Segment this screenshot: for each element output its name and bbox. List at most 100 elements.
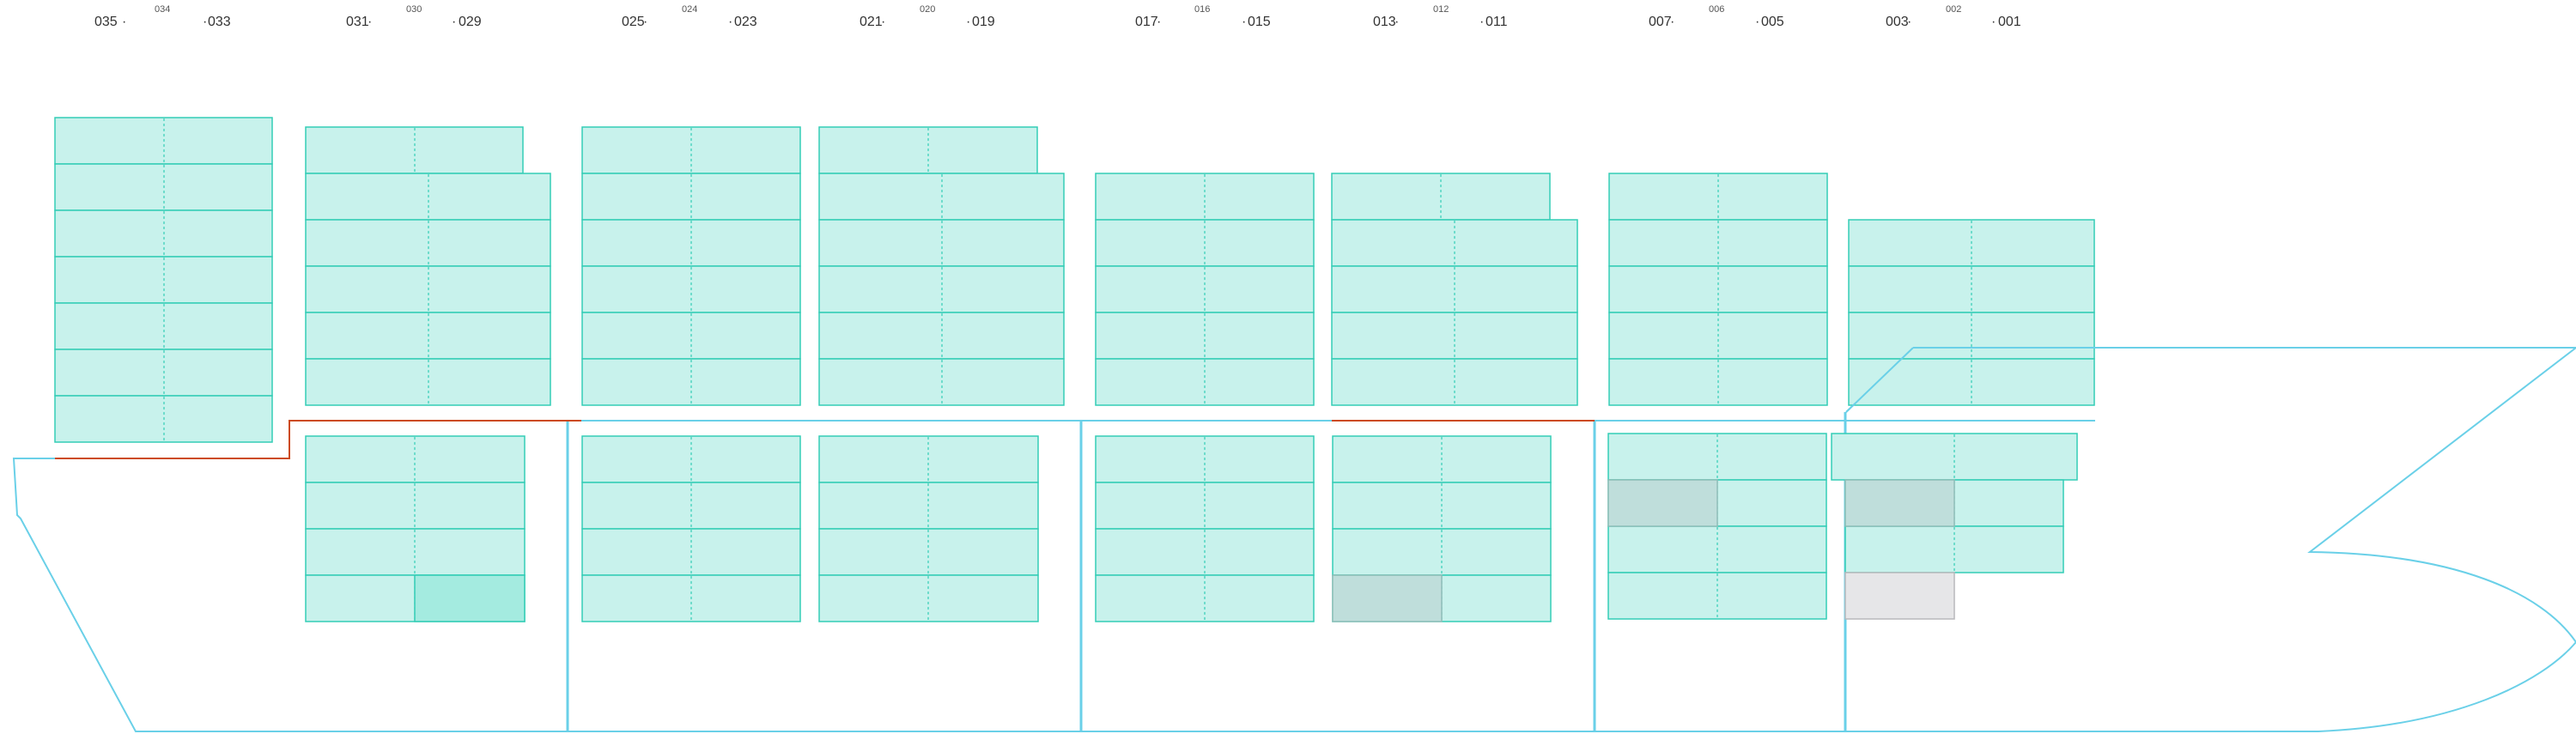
bay-3-right-dot: · (966, 15, 970, 29)
bay-0-mid-label: 034 (155, 4, 170, 15)
hatch-covers (55, 420, 1595, 459)
bay-031-deck-row-2[interactable] (305, 219, 551, 267)
bay-013-deck-row-3[interactable] (1331, 312, 1578, 360)
hatch-cover-stern (55, 420, 581, 459)
bay-3-left-label: 021 (860, 15, 883, 29)
bay-021-hold-row-3[interactable] (818, 574, 1039, 622)
bay-007-deck-row-4[interactable] (1608, 358, 1828, 406)
bay-013-deck-row-1[interactable] (1331, 219, 1578, 267)
bay-017-deck-row-3[interactable] (1095, 312, 1315, 360)
bay-031-deck-row-0[interactable] (305, 126, 524, 174)
bay-025-hold-row-3[interactable] (581, 574, 801, 622)
bay-4-left-label: 017 (1135, 15, 1158, 29)
bay-013-deck-row-2[interactable] (1331, 265, 1578, 313)
bay-013-hold-row-0[interactable] (1332, 435, 1552, 483)
bay-007-hold-row-2[interactable] (1607, 525, 1827, 573)
bay-021-deck-row-4[interactable] (818, 312, 1065, 360)
bay-021-hold-row-1[interactable] (818, 482, 1039, 530)
bay-025-deck-row-0[interactable] (581, 126, 801, 174)
bay-031-deck-row-4[interactable] (305, 312, 551, 360)
bay-021-deck-row-1[interactable] (818, 173, 1065, 221)
bay-025-deck-row-3[interactable] (581, 265, 801, 313)
bay-003-hold-row-2[interactable] (1844, 525, 2064, 573)
bay-021-deck-row-0[interactable] (818, 126, 1038, 174)
bay-0-right-dot: · (203, 15, 207, 29)
bay-021-deck-row-5[interactable] (818, 358, 1065, 406)
bay-007-deck-row-1[interactable] (1608, 219, 1828, 267)
bay-3-mid-label: 020 (920, 4, 935, 15)
bay-003-hold-empty-slot[interactable] (1844, 572, 1955, 620)
bay-017-deck-row-1[interactable] (1095, 219, 1315, 267)
bay-021-deck-row-3[interactable] (818, 265, 1065, 313)
bay-017-deck-row-4[interactable] (1095, 358, 1315, 406)
bay-017-hold-row-1[interactable] (1095, 482, 1315, 530)
bay-021-deck-row-2[interactable] (818, 219, 1065, 267)
bay-031-deck-row-5[interactable] (305, 358, 551, 406)
bay-007-deck-row-0[interactable] (1608, 173, 1828, 221)
hull-stern-outline (12, 458, 2318, 732)
bay-013-hold-row-1[interactable] (1332, 482, 1552, 530)
bay-003-deck-row-3[interactable] (1848, 358, 2095, 406)
bay-4-left-dot: · (1157, 15, 1161, 29)
bay-013-hold-row-2[interactable] (1332, 528, 1552, 576)
bay-035-deck-row-2[interactable] (54, 209, 273, 258)
bay-7-right-label: 001 (1998, 15, 2021, 29)
bay-6-right-dot: · (1755, 15, 1759, 29)
bay-003-deck-row-2[interactable] (1848, 312, 2095, 360)
bay-5-mid-label: 012 (1433, 4, 1449, 15)
bay-035-deck-row-5[interactable] (54, 349, 273, 397)
bay-025-deck-row-1[interactable] (581, 173, 801, 221)
bay-2-right-dot: · (728, 15, 732, 29)
bay-007-deck-row-3[interactable] (1608, 312, 1828, 360)
bay-017-hold-row-3[interactable] (1095, 574, 1315, 622)
bay-017-hold-row-2[interactable] (1095, 528, 1315, 576)
bay-labels: 035· 034 ·033 031· 030 ·029 025· 024 ·02… (94, 4, 2021, 29)
bay-013-deck-row-4[interactable] (1331, 358, 1578, 406)
bay-017-hold-row-0[interactable] (1095, 435, 1315, 483)
bay-007-hold-occupied-slot[interactable] (1607, 479, 1718, 527)
bay-007-hold-row-3[interactable] (1607, 572, 1827, 620)
bay-5-right-label: 011 (1485, 15, 1508, 29)
bay-031-hold-highlight-slot[interactable] (414, 574, 526, 622)
bay-003-deck-row-1[interactable] (1848, 265, 2095, 313)
bay-031-deck-row-1[interactable] (305, 173, 551, 221)
bay-031-hold-row-1[interactable] (305, 482, 526, 530)
bay-013-deck-row-0[interactable] (1331, 173, 1551, 221)
bay-0-left-label: 035 (94, 15, 118, 29)
bay-4-right-dot: · (1242, 15, 1246, 29)
bay-0-right-label: 033 (208, 15, 231, 29)
bay-025-deck-row-5[interactable] (581, 358, 801, 406)
bay-007-hold-row-0[interactable] (1607, 433, 1827, 481)
bay-003-hold-row-0[interactable] (1831, 433, 2078, 481)
bay-035-deck-row-3[interactable] (54, 256, 273, 304)
bay-003-deck-row-0[interactable] (1848, 219, 2095, 267)
bay-021-hold-row-0[interactable] (818, 435, 1039, 483)
bay-031-hold-row-2[interactable] (305, 528, 526, 576)
container-slots (54, 117, 2576, 622)
bay-025-hold-row-2[interactable] (581, 528, 801, 576)
bay-031-hold-row-0[interactable] (305, 435, 526, 483)
bay-007-deck-row-2[interactable] (1608, 265, 1828, 313)
bay-2-left-dot: · (643, 15, 647, 29)
bay-7-mid-label: 002 (1946, 4, 1961, 15)
bay-025-deck-row-4[interactable] (581, 312, 801, 360)
bay-013-hold-occupied-slot[interactable] (1332, 574, 1443, 622)
hull-bow-outline (1845, 347, 2576, 732)
bay-025-deck-row-2[interactable] (581, 219, 801, 267)
bay-021-hold-row-2[interactable] (818, 528, 1039, 576)
bay-3-right-label: 019 (972, 15, 995, 29)
bay-035-deck-row-4[interactable] (54, 302, 273, 350)
bay-017-deck-row-0[interactable] (1095, 173, 1315, 221)
bay-035-deck-row-0[interactable] (54, 117, 273, 165)
bay-4-right-label: 015 (1248, 15, 1271, 29)
bay-0-left-dot: · (122, 15, 126, 29)
bay-003-hold-occupied-slot[interactable] (1844, 479, 1955, 527)
bay-025-hold-row-1[interactable] (581, 482, 801, 530)
bay-035-deck-row-6[interactable] (54, 395, 273, 443)
bay-035-deck-row-1[interactable] (54, 163, 273, 211)
bay-1-right-label: 029 (459, 15, 482, 29)
bay-025-hold-row-0[interactable] (581, 435, 801, 483)
bay-031-deck-row-3[interactable] (305, 265, 551, 313)
bay-017-deck-row-2[interactable] (1095, 265, 1315, 313)
